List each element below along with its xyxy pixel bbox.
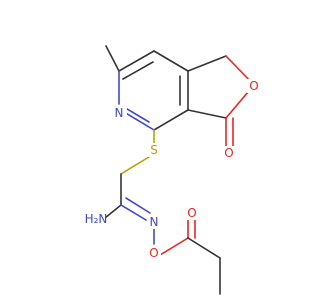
ring-bond-c5-c5-inner — [122, 61, 154, 80]
oxime-nitrogen-label: N — [150, 215, 159, 229]
sulfur-label-bg — [147, 143, 161, 157]
ring-bond-c4-n-inner — [126, 108, 150, 123]
lactone-oxygen-label: O — [249, 79, 258, 93]
molecule-structure: N S O O H₂N N O O — [84, 45, 261, 295]
furanone-bond-co-c7a — [187, 109, 227, 119]
methyl-bond — [105, 45, 120, 72]
pyridine-nitrogen-label-bg — [113, 106, 127, 120]
amine-label-bg — [84, 211, 106, 227]
ring-bond-c6-c5 — [118, 50, 155, 72]
oxime-nitrogen-label-bg — [147, 215, 161, 229]
furanone-carbonyl-oxygen-label: O — [224, 146, 233, 160]
ester-oxygen-label-bg — [147, 246, 161, 260]
ester-bond-c-ch2 — [187, 237, 221, 259]
ring-bond-c7a-c4 — [153, 109, 189, 131]
amidine-bond-c-n-double — [125, 197, 151, 214]
bond-layer — [104, 45, 255, 295]
amine-label: H₂N — [85, 212, 108, 226]
furanone-carbonyl-oxygen-label-bg — [222, 146, 236, 160]
sulfur-label: S — [150, 143, 158, 157]
ester-carbonyl-oxygen-label-bg — [185, 206, 199, 220]
ester-bond-o-c — [159, 237, 189, 256]
lactone-oxygen-label-bg — [247, 79, 261, 93]
thioether-bond-s-ch2 — [120, 156, 150, 175]
amidine-bond-c-n — [120, 204, 147, 221]
atom-label-layer: N S O O H₂N N O O — [84, 79, 261, 260]
furanone-bond-ch2 — [187, 55, 227, 72]
amidine-bond-c-nh2 — [104, 204, 122, 219]
ring-bond-c4-n — [123, 111, 155, 131]
ester-carbonyl-oxygen-label: O — [187, 206, 196, 220]
ring-bond-c5-c4a — [153, 50, 189, 72]
pyridine-nitrogen-label: N — [115, 106, 124, 120]
ester-oxygen-label: O — [149, 246, 158, 260]
